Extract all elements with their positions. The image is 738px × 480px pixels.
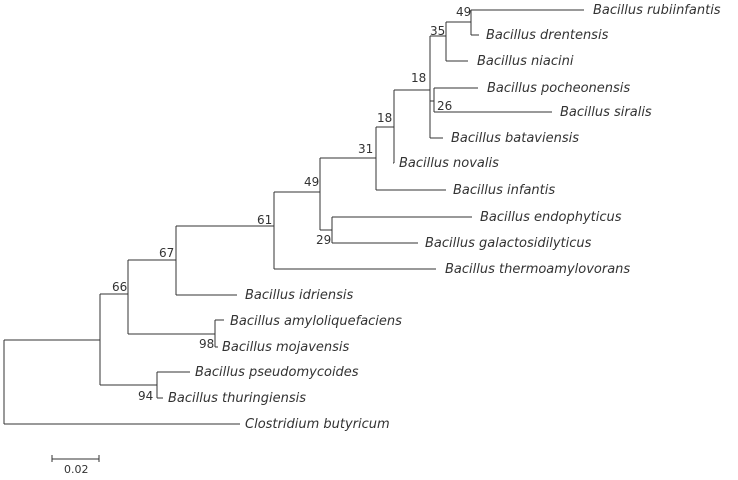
taxon-labels: Bacillus rubiinfantis Bacillus drentensi… xyxy=(168,3,721,432)
taxon-label: Bacillus rubiinfantis xyxy=(593,3,721,18)
bootstrap-value: 35 xyxy=(430,24,445,38)
taxon-label: Bacillus thuringiensis xyxy=(168,391,306,406)
scale-bar: 0.02 xyxy=(51,455,100,476)
scale-bar-label: 0.02 xyxy=(64,463,89,476)
bootstrap-value: 66 xyxy=(112,280,127,294)
taxon-label: Bacillus amyloliquefaciens xyxy=(230,314,402,329)
taxon-label: Bacillus pocheonensis xyxy=(487,81,630,96)
taxon-label: Bacillus endophyticus xyxy=(480,210,622,225)
taxon-label: Bacillus siralis xyxy=(560,105,652,120)
taxon-label: Bacillus infantis xyxy=(453,183,555,198)
taxon-label: Bacillus idriensis xyxy=(245,288,353,303)
tree-branches xyxy=(3,9,584,425)
bootstrap-value: 61 xyxy=(257,213,272,227)
bootstrap-value: 18 xyxy=(377,111,392,125)
taxon-label: Bacillus drentensis xyxy=(486,28,609,43)
bootstrap-value: 98 xyxy=(199,337,214,351)
bootstrap-value: 49 xyxy=(456,5,471,19)
bootstrap-value: 94 xyxy=(138,389,153,403)
bootstrap-value: 31 xyxy=(358,142,373,156)
bootstrap-value: 29 xyxy=(316,233,331,247)
bootstrap-values: 49 35 18 26 18 31 49 29 61 67 66 98 94 xyxy=(112,5,471,403)
bootstrap-value: 18 xyxy=(411,71,426,85)
bootstrap-value: 26 xyxy=(437,99,452,113)
bootstrap-value: 67 xyxy=(159,246,174,260)
taxon-label: Bacillus mojavensis xyxy=(222,340,350,355)
taxon-label: Clostridium butyricum xyxy=(245,417,390,432)
bootstrap-value: 49 xyxy=(304,175,319,189)
taxon-label: Bacillus thermoamylovorans xyxy=(445,262,630,277)
taxon-label: Bacillus novalis xyxy=(399,156,499,171)
taxon-label: Bacillus pseudomycoides xyxy=(195,365,359,380)
taxon-label: Bacillus bataviensis xyxy=(451,131,579,146)
taxon-label: Bacillus galactosidilyticus xyxy=(425,236,592,251)
taxon-label: Bacillus niacini xyxy=(477,54,574,69)
